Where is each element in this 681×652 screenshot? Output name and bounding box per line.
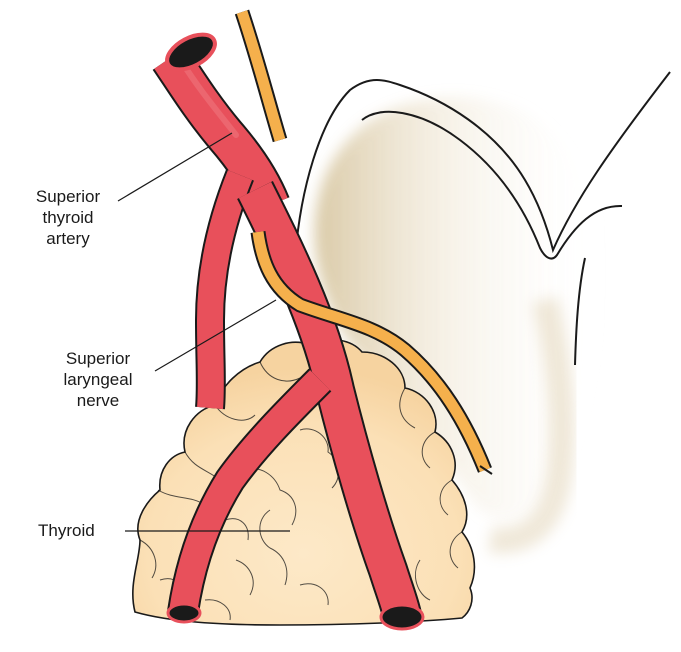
thyroid-label: Thyroid xyxy=(38,520,118,541)
superior-laryngeal-nerve-label: Superior laryngeal nerve xyxy=(48,348,148,411)
superior-thyroid-artery-label: Superior thyroid artery xyxy=(18,186,118,249)
label-line: Superior xyxy=(35,187,101,206)
label-line: thyroid xyxy=(42,208,94,227)
label-line: artery xyxy=(46,229,90,248)
leader-line-nerve xyxy=(154,299,277,372)
superior-laryngeal-nerve xyxy=(234,9,288,143)
label-line: laryngeal xyxy=(63,370,133,389)
leader-line-artery xyxy=(117,132,233,202)
larynx-cartilage xyxy=(294,71,671,554)
label-line: nerve xyxy=(76,391,120,410)
leader-lines xyxy=(117,132,290,532)
superior-laryngeal-nerve-crossing xyxy=(250,230,493,475)
label-line: Thyroid xyxy=(38,521,95,540)
superior-thyroid-artery xyxy=(152,32,425,631)
label-line: Superior xyxy=(65,349,131,368)
